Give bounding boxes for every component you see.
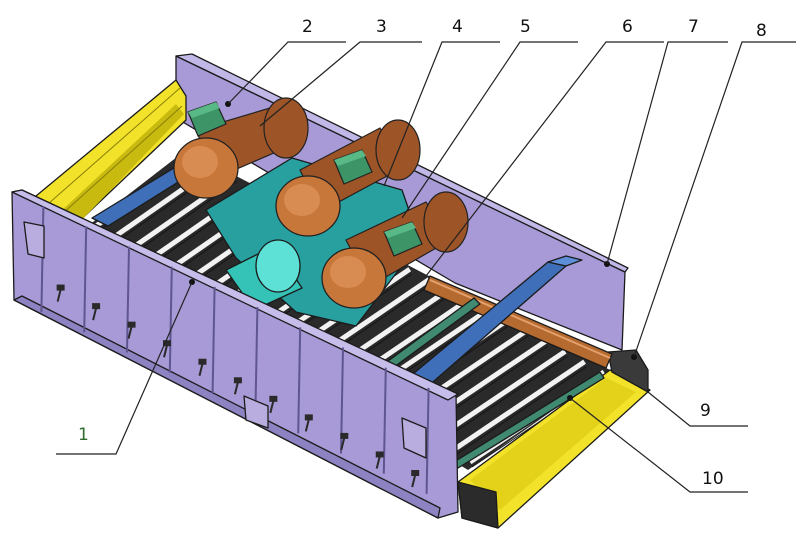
vibration-motor-1 [173,97,309,199]
screen-slat-gap [436,356,568,445]
label-1: 1 [78,425,89,445]
vibration-motor-2 [275,119,421,237]
vibration-motor-3 [321,191,469,309]
leader-lines [56,41,796,493]
front-wall-top-flange [11,189,459,401]
wall-stiffener-rib [254,307,259,414]
lifting-bracket-left [23,221,45,259]
lifting-bracket-right [401,417,427,459]
wall-stiffener-rib [297,327,302,434]
inlet-plate-rib-b [61,105,183,215]
lifting-bracket-mid [243,395,269,429]
roller-tube [423,275,613,369]
wall-stiffener-rib [382,367,387,474]
motor-rear-cap [263,97,309,159]
discharge-end-plate [607,349,649,393]
wall-stiffener-rib [425,387,430,494]
wall-bolt [340,432,349,451]
screen-slat [450,359,586,453]
outlet-chute-lip [457,481,499,529]
wall-bolt [304,414,313,432]
wall-bolt [375,451,384,469]
wall-bolt [411,470,420,488]
screen-slat-gap [453,366,587,457]
label-2: 2 [302,17,313,37]
wall-bolt [163,340,171,358]
roller-tube-highlight [429,279,611,359]
label-8: 8 [756,21,767,41]
label-9: 9 [700,401,711,421]
terminal-box-top [334,150,366,166]
wall-stiffener-rib [211,286,216,393]
wall-stiffener-rib [40,206,45,313]
label-7: 7 [688,17,699,37]
wall-stiffener-rib [168,266,173,373]
motor-rear-cap [423,191,469,253]
wall-bolt [233,377,242,395]
wall-bolt [92,303,101,321]
front-wall-bolts [56,284,420,488]
label-5: 5 [520,17,531,37]
terminal-box-top [188,102,220,118]
label-4: 4 [452,17,463,37]
label-10: 10 [702,469,724,489]
wall-stiffener-rib [83,226,88,333]
wall-bolt [198,358,207,376]
wall-bolt [56,284,65,302]
front-wall-stiffeners [40,206,430,494]
cross-beam-front-top [547,255,583,267]
label-6: 6 [622,17,633,37]
motor-cap-highlight [284,184,320,216]
wall-stiffener-rib [126,246,130,353]
motor-cap-highlight [182,146,218,178]
inlet-plate-rib-a [47,87,181,205]
wall-bolt [269,395,278,414]
wall-bolt [127,321,136,339]
front-wall-bottom-lip [13,295,441,519]
outlet-chute-inner [470,378,636,510]
inlet-yellow-plate-shade [58,104,184,226]
vibration-motors [173,97,469,309]
motor-cap-highlight [330,256,366,288]
label-3: 3 [376,17,387,37]
terminal-box-top [384,222,416,238]
